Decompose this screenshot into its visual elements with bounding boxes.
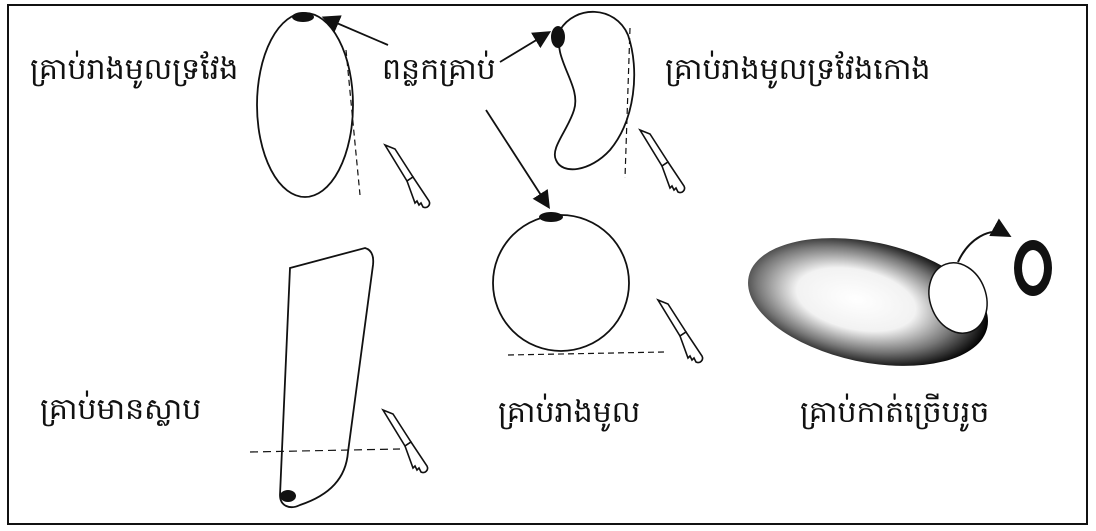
label-elongated-curved: គ្រាប់រាងមូលទ្រវែងកោង (665, 55, 930, 85)
knife-icon (658, 300, 703, 363)
label-round: គ្រាប់រាងមូល (498, 398, 640, 428)
seed-cut (736, 218, 1052, 386)
seed-with-wing (250, 248, 400, 507)
label-cut-small: គ្រាប់កាត់ច្រើបរូច (800, 398, 989, 428)
seed-round (493, 212, 665, 355)
knife-icon (640, 130, 685, 193)
seed-elongated-curved (551, 12, 634, 178)
knife-icon (383, 410, 428, 473)
seed-elongated-round (257, 12, 360, 197)
label-with-wing: គ្រាប់មានស្លាប (40, 395, 201, 425)
label-seed-eye: ពន្លកគ្រាប់ (382, 55, 496, 85)
label-elongated-round: គ្រាប់រាងមូលទ្រវែង (30, 55, 238, 85)
knife-icon (385, 145, 430, 208)
